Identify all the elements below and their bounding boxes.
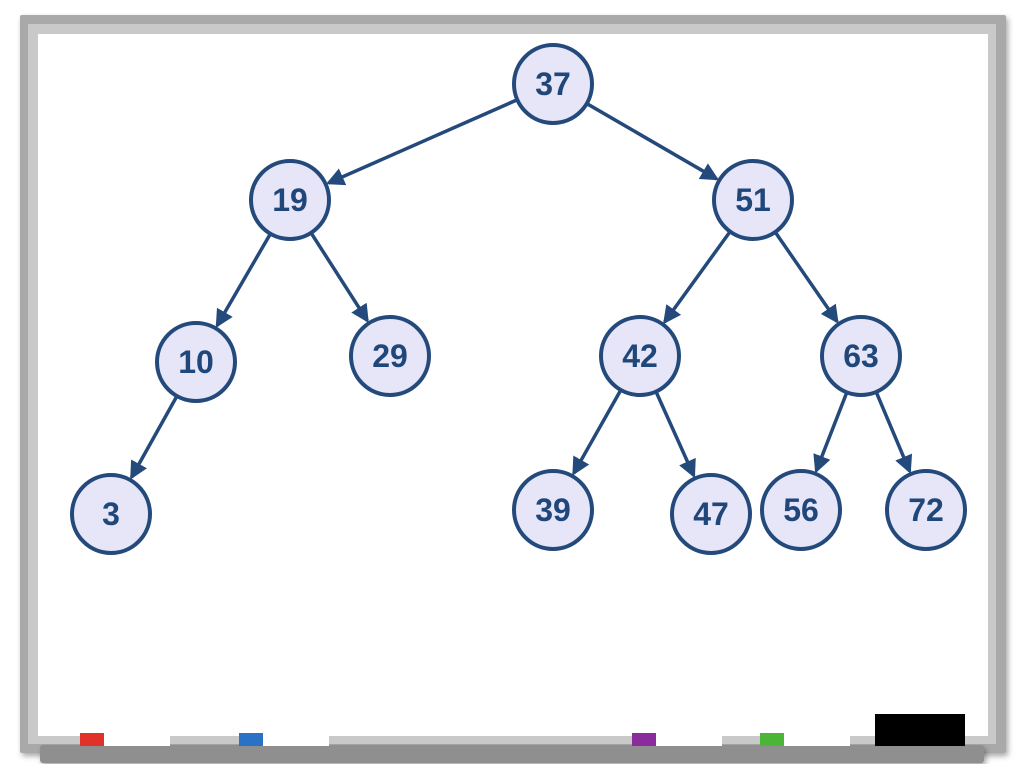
node-label: 39	[535, 492, 571, 528]
tree-nodes: 37 19 51 10 29 42 63 3 39 47 56 72	[70, 43, 967, 555]
green-marker[interactable]	[760, 733, 850, 746]
node-label: 72	[908, 492, 944, 528]
node-circle	[760, 469, 842, 551]
purple-marker-cap	[632, 733, 656, 746]
node-circle	[70, 473, 152, 555]
node-circle	[670, 473, 752, 555]
edge-n37-n19	[325, 98, 518, 186]
red-marker-body	[104, 733, 170, 746]
blue-marker-cap	[239, 733, 263, 746]
tree-node-56: 56	[760, 469, 842, 551]
tree-node-72: 72	[885, 469, 967, 551]
node-label: 37	[535, 66, 571, 102]
node-circle	[249, 159, 331, 241]
edge-n51-n63	[774, 231, 839, 324]
node-label: 42	[622, 338, 658, 374]
node-circle	[599, 315, 681, 397]
tree-node-63: 63	[820, 315, 902, 397]
eraser[interactable]	[875, 714, 965, 746]
tree-node-42: 42	[599, 315, 681, 397]
tray-items	[80, 714, 965, 746]
tree-node-39: 39	[512, 469, 594, 551]
red-marker-cap	[80, 733, 104, 746]
edge-n63-n72	[874, 392, 913, 474]
edge-n63-n56	[813, 392, 849, 474]
node-circle	[885, 469, 967, 551]
edge-n51-n42	[663, 231, 731, 325]
node-label: 10	[178, 344, 214, 380]
purple-marker-body	[656, 733, 722, 746]
node-circle	[712, 159, 794, 241]
edge-n19-n29	[310, 232, 369, 323]
node-label: 19	[272, 182, 308, 218]
node-label: 51	[735, 182, 771, 218]
node-circle	[512, 43, 594, 125]
tree-node-29: 29	[349, 315, 431, 397]
node-circle	[820, 315, 902, 397]
edge-n37-n51	[586, 102, 720, 181]
edge-n42-n47	[654, 391, 696, 479]
tree-node-10: 10	[155, 321, 237, 403]
node-label: 47	[693, 496, 729, 532]
tree-node-51: 51	[712, 159, 794, 241]
edge-n42-n39	[572, 389, 622, 476]
node-circle	[155, 321, 237, 403]
tree-node-3: 3	[70, 473, 152, 555]
blue-marker-body	[263, 733, 329, 746]
node-circle	[512, 469, 594, 551]
node-circle	[349, 315, 431, 397]
node-label: 29	[372, 338, 408, 374]
marker-tray	[40, 745, 984, 763]
tree-edges	[129, 98, 913, 480]
tree-node-19: 19	[249, 159, 331, 241]
blue-marker[interactable]	[239, 733, 329, 746]
purple-marker[interactable]	[632, 733, 722, 746]
edge-n10-n3	[129, 396, 179, 480]
green-marker-cap	[760, 733, 784, 746]
green-marker-body	[784, 733, 850, 746]
node-label: 3	[102, 496, 120, 532]
node-label: 63	[843, 338, 879, 374]
tree-node-37: 37	[512, 43, 594, 125]
node-label: 56	[783, 492, 819, 528]
red-marker[interactable]	[80, 733, 170, 746]
tree-node-47: 47	[670, 473, 752, 555]
edge-n19-n10	[215, 233, 272, 329]
